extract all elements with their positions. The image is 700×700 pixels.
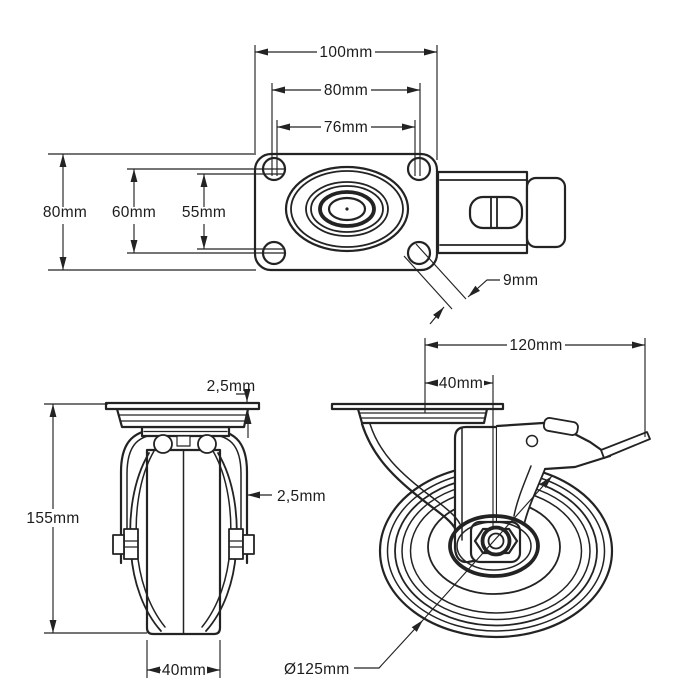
dimension-slot-pattern-width: 76mm [324,119,368,136]
front-view-dimensions: 155mm 2,5mm 2,5mm 40mm [26,378,325,679]
side-view-top-plate [330,402,505,411]
top-view-extension-lines [48,45,438,271]
side-view-brake-pedal [542,417,579,436]
dimension-bolt-pattern-width: 80mm [324,82,368,99]
front-view-swivel-bearing [140,425,231,454]
front-view: 155mm 2,5mm 2,5mm 40mm [26,378,325,679]
top-view-brake-pedal-window [468,195,524,230]
dimension-fork-thickness: 2,5mm [277,488,326,505]
dimension-swivel-offset: 40mm [439,375,483,392]
top-view-dimensions: 100mm 80mm 76mm 80mm 60mm 55mm 9mm [40,44,538,325]
top-view: 100mm 80mm 76mm 80mm 60mm 55mm 9mm [40,44,567,325]
front-view-wheel [129,448,238,636]
dimension-wheel-diameter: Ø125mm [284,661,350,678]
side-view-brake-housing [497,423,610,535]
dimension-overall-height: 155mm [26,510,79,527]
top-view-swivel-races [284,165,410,253]
front-view-top-plate [104,401,261,411]
side-view-brake-lever [600,431,651,459]
dimension-bolt-hole-diameter: 9mm [503,272,538,289]
front-view-collar [115,407,250,429]
dimension-slot-pattern-depth: 55mm [182,204,226,221]
dimension-plate-width: 100mm [319,44,372,61]
side-view-dimensions: 120mm 40mm Ø125mm [284,337,646,678]
side-view-housing-bolt [525,434,539,448]
side-view-collar [356,407,489,425]
top-view-brake-endcap [525,176,567,249]
dimension-bolt-pattern-depth: 60mm [112,204,156,221]
dimension-wheel-width: 40mm [162,662,206,679]
side-view-fork-front-edge [360,422,458,532]
side-view: 120mm 40mm Ø125mm [284,337,651,678]
dimension-plate-depth: 80mm [43,204,87,221]
dimension-overall-length: 120mm [509,337,562,354]
front-view-axle-bolts [112,528,255,560]
dimension-plate-thickness: 2,5mm [207,378,256,395]
